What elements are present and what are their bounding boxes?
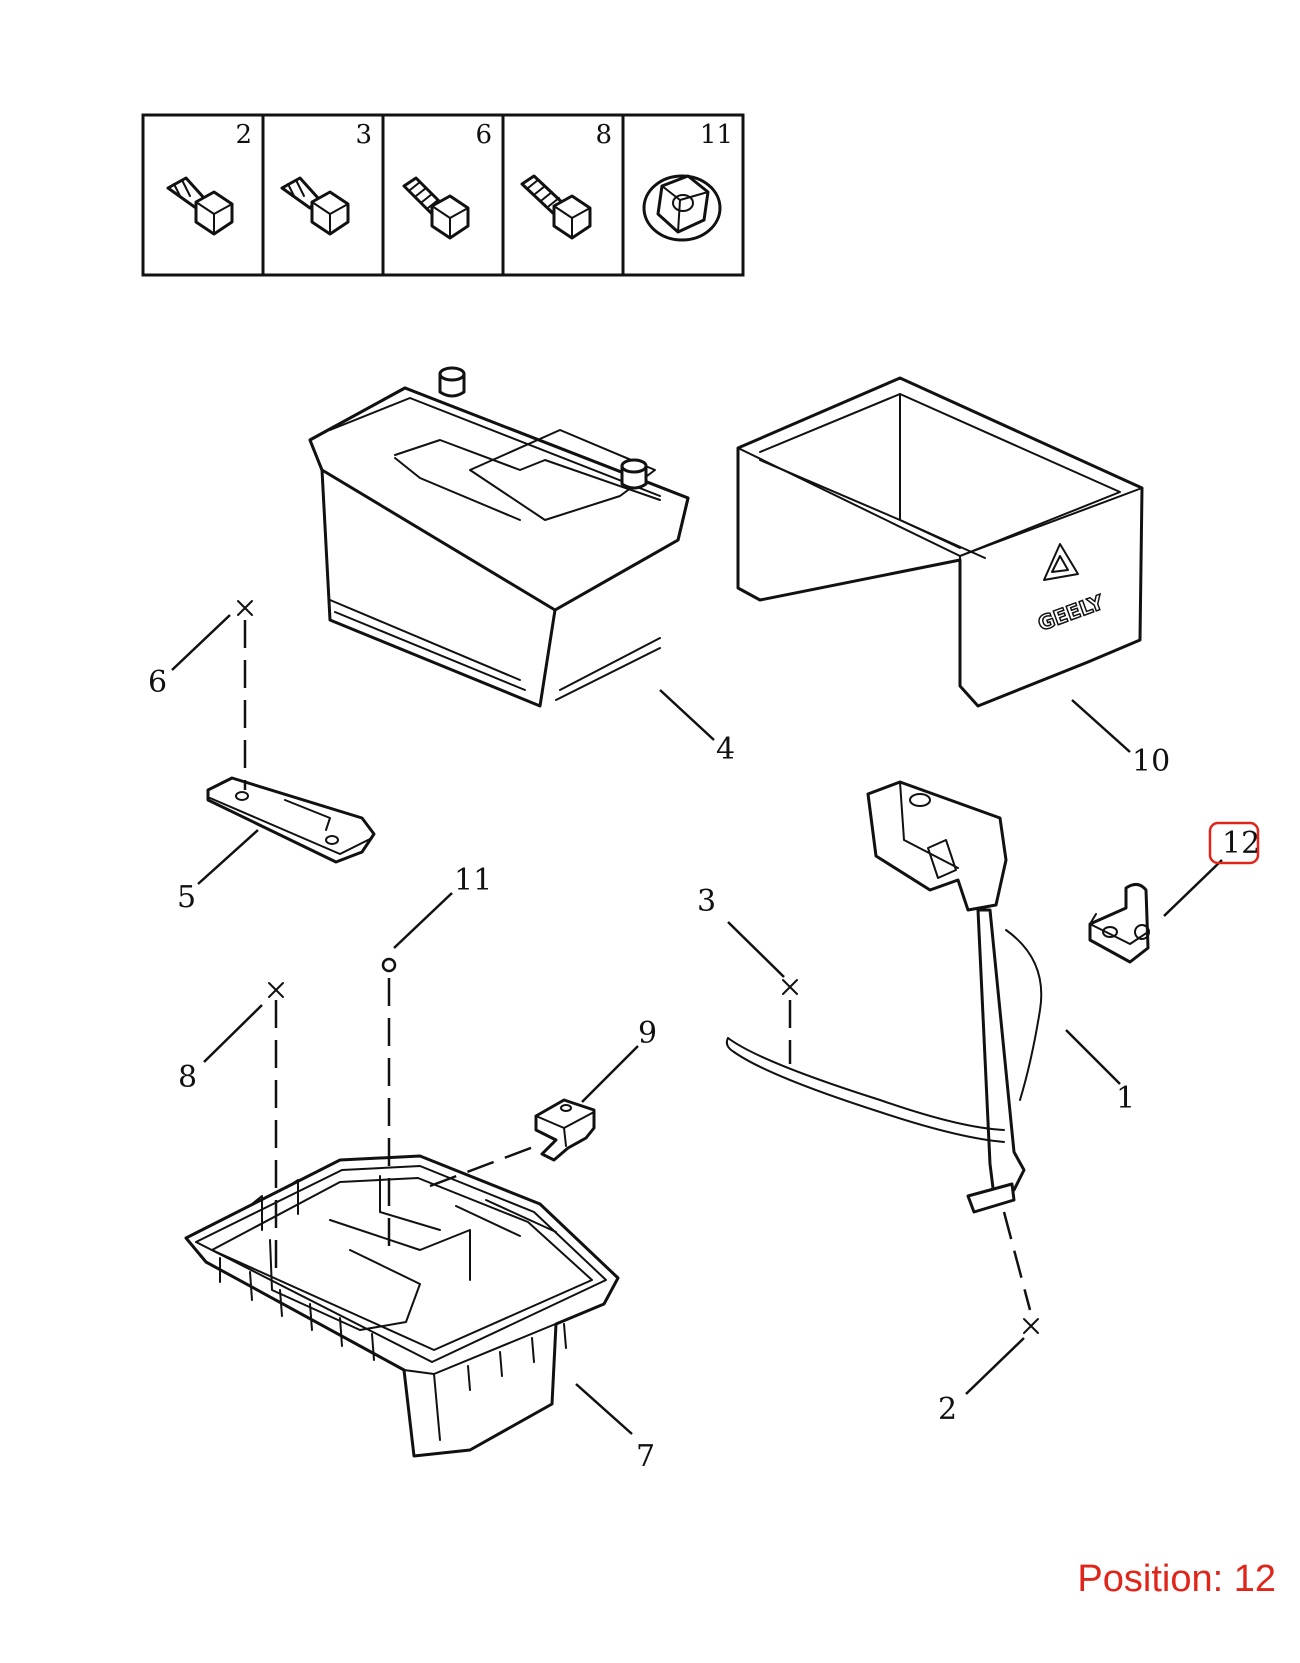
callout-4[interactable]: 4 [716, 732, 735, 767]
battery-tray[interactable] [184, 1154, 620, 1458]
callout-9[interactable]: 9 [638, 1016, 657, 1051]
small-bracket[interactable] [1088, 883, 1150, 964]
hardware-cell-label: 8 [595, 120, 612, 150]
callouts: 6 4 10 5 11 12 3 1 8 9 7 2 [148, 665, 1260, 1474]
flange-nut-icon [642, 174, 722, 242]
bolt-icon [402, 176, 470, 240]
hardware-cell-label: 11 [700, 120, 733, 150]
hardware-table: 2 3 6 [141, 113, 745, 277]
hardware-cell-label: 2 [235, 120, 252, 150]
hardware-cell-2[interactable]: 2 [166, 120, 252, 236]
position-label: Position: 12 [1077, 1558, 1276, 1600]
bolt-icon [520, 174, 592, 240]
hardware-cell-6[interactable]: 6 [402, 120, 492, 240]
hardware-cell-label: 6 [475, 120, 492, 150]
recycle-icon [1043, 543, 1079, 581]
callout-10[interactable]: 10 [1132, 744, 1170, 779]
callout-5[interactable]: 5 [177, 880, 196, 915]
hardware-cell-11[interactable]: 11 [642, 120, 733, 242]
hold-down-bracket[interactable] [206, 776, 376, 864]
hardware-cell-8[interactable]: 8 [520, 120, 612, 240]
callout-12[interactable]: 12 [1222, 826, 1260, 861]
battery[interactable] [308, 366, 690, 708]
battery-box[interactable]: GEELY [736, 376, 1144, 708]
callout-12-highlight [1208, 821, 1260, 865]
callout-2[interactable]: 2 [938, 1392, 957, 1427]
callout-11[interactable]: 11 [454, 863, 492, 898]
clip-screw-icon [280, 176, 350, 236]
hardware-cell-3[interactable]: 3 [280, 120, 372, 236]
battery-cable[interactable] [725, 780, 1043, 1214]
assembly-lines [237, 600, 1039, 1334]
callout-8[interactable]: 8 [178, 1060, 197, 1095]
callout-1[interactable]: 1 [1116, 1081, 1135, 1116]
callout-7[interactable]: 7 [636, 1439, 655, 1474]
cable-clip[interactable] [534, 1098, 596, 1162]
callout-3[interactable]: 3 [697, 884, 716, 919]
callout-6[interactable]: 6 [148, 665, 167, 700]
leader-lines [171, 614, 1223, 1435]
hardware-cell-label: 3 [355, 120, 372, 150]
clip-screw-icon [166, 176, 234, 236]
